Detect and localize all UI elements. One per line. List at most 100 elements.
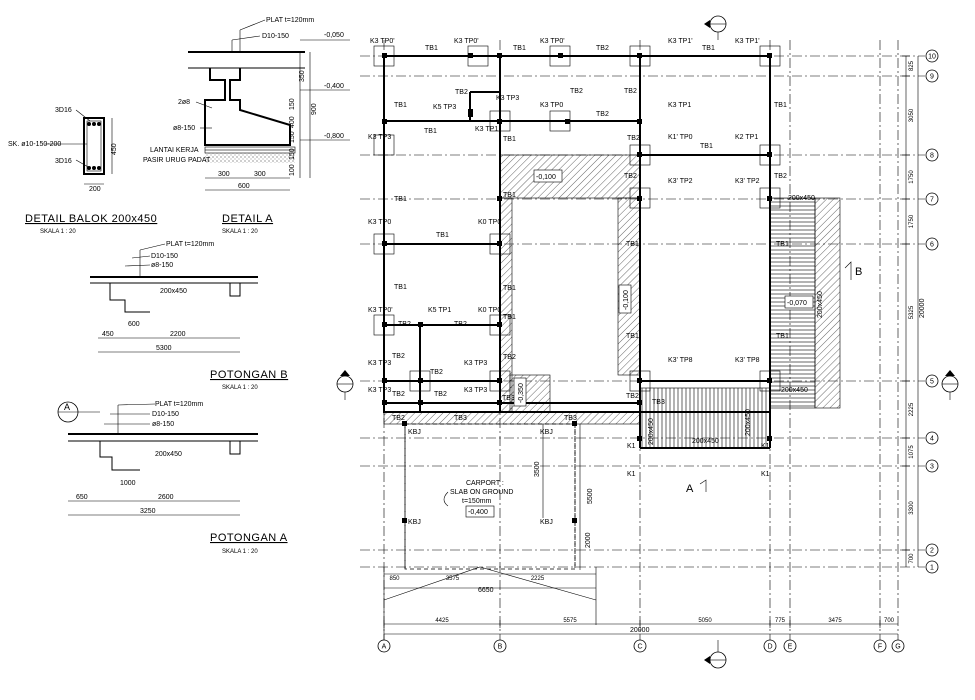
dim-right-segment: 1750 [909, 170, 915, 184]
grid-label-row: 6 [930, 242, 934, 249]
col-bottom-rebar: 3D16 [55, 158, 72, 165]
potb-beam: 200x450 [160, 288, 187, 295]
lbl-1: TB1 [425, 45, 438, 52]
dim-350: 350 [299, 70, 306, 82]
footing-stirrup: ø8-150 [173, 125, 195, 132]
slab-hatch-right-edge [814, 197, 841, 409]
columns [382, 53, 772, 523]
slab-elev-3: -0,070 [787, 300, 807, 307]
title-detail-balok: DETAIL BALOK 200x450 [25, 213, 157, 225]
lbl-51: K3 TP3 [368, 360, 391, 367]
dim-bottom-segment: 4425 [435, 618, 449, 624]
footing-d10: D10-150 [262, 33, 289, 40]
lbl-53: K3' TP8 [668, 357, 693, 364]
lbl-47: TB1 [503, 314, 516, 321]
pota-plate: PLAT t=120mm [155, 401, 203, 408]
footing-lantai-kerja: LANTAI KERJA [150, 147, 199, 154]
lbl-42: K3 TP0' [368, 307, 393, 314]
dim-right-segment: 1075 [909, 445, 915, 459]
slab-hatch-top [499, 154, 641, 199]
grid-bubble-row-8: 8 [925, 148, 939, 162]
grid-bubble-col-C: C [633, 639, 647, 653]
lbl-48: TB2 [392, 353, 405, 360]
lbl-69: K1 [627, 471, 636, 478]
lbl-58: K3 TP3 [464, 387, 487, 394]
lbl-17: TB2 [624, 88, 637, 95]
title-potongan-b: POTONGAN B [210, 369, 288, 381]
col-height: 450 [111, 143, 118, 155]
lbl-32: TB1 [503, 192, 516, 199]
dim-carport-segment: 850 [389, 576, 400, 582]
lbl-38: TB1 [394, 284, 407, 291]
lbl-49: TB2 [503, 354, 516, 361]
foundation-plan: K3 TP0' TB1 K3 TP0' TB1 K3 TP0' TB2 K3 T… [336, 15, 959, 669]
lbl-11: K5 TP3 [433, 104, 456, 111]
potb-dim-2200: 2200 [170, 331, 186, 338]
beam-200x450-e: 200x450 [648, 418, 655, 445]
dim-carport-segment: 3575 [446, 576, 460, 582]
dim-3500: 3500 [534, 461, 541, 477]
section-arrow-left-icon [336, 370, 354, 400]
lbl-25: TB1 [774, 102, 787, 109]
grid-label-col: E [788, 644, 793, 651]
grid-bubble-col-A: A [377, 639, 391, 653]
lbl-30: TB2 [774, 173, 787, 180]
dim-right-segment: 825 [909, 60, 915, 71]
grid-label-col: G [895, 644, 900, 651]
grid-bubble-col-E: E [783, 639, 797, 653]
lbl-37: TB1 [776, 241, 789, 248]
col-width: 200 [89, 186, 101, 193]
dim-bottom-segment: 775 [775, 618, 786, 624]
structural-labels: K3 TP0' TB1 K3 TP0' TB1 K3 TP0' TB2 K3 T… [368, 38, 789, 526]
dim-400: 400 [289, 116, 296, 128]
lbl-6: K3 TP1' [668, 38, 693, 45]
grid-bubble-row-10: 10 [925, 49, 939, 63]
dim-right-segment: 1750 [909, 214, 915, 228]
grid-bubble-col-F: F [873, 639, 887, 653]
lbl-0: K3 TP0' [370, 38, 395, 45]
grid-label-row: 2 [930, 548, 934, 555]
grid-bubble-row-9: 9 [925, 69, 939, 83]
scale-potongan-b: SKALA 1 : 20 [222, 385, 258, 391]
col-top-rebar: 3D16 [55, 107, 72, 114]
slab-vhatch-bottom [639, 387, 771, 449]
beam-200x450-a: 200x450 [788, 195, 815, 202]
potb-dim-5300: 5300 [156, 345, 172, 352]
dim-right-segment: 700 [909, 553, 915, 564]
dim-150a: 150 [289, 98, 296, 110]
lbl-60: TB3 [502, 395, 515, 402]
col-stirrup: SK. ø10-150-200 [8, 141, 61, 148]
pile-caps [373, 45, 781, 392]
pota-d10: D10-150 [152, 411, 179, 418]
carport-label: CARPORT : [466, 480, 504, 487]
dim-right-segment: 2225 [909, 402, 915, 416]
lbl-71: KBJ [408, 519, 421, 526]
grid-label-row: 7 [930, 197, 934, 204]
lbl-9: TB1 [394, 102, 407, 109]
potb-stirrup: ø8-150 [151, 262, 173, 269]
scale-potongan-a: SKALA 1 : 20 [222, 549, 258, 555]
beam-200x450-c: 200x450 [781, 387, 808, 394]
dim-bottom-segment: 5050 [698, 618, 712, 624]
dim-900: 900 [311, 103, 318, 115]
footing-elev-2: -0,400 [324, 83, 344, 90]
dim-right-segment: 3050 [909, 108, 915, 122]
slab-hatch-edge [383, 411, 641, 425]
footing-plate: PLAT t=120mm [266, 17, 314, 24]
lbl-28: K3' TP2 [668, 178, 693, 185]
lbl-10: TB2 [455, 89, 468, 96]
lbl-57: TB2 [434, 391, 447, 398]
beam-200x450-f: 200x450 [745, 409, 752, 436]
lbl-44: K5 TP1 [428, 307, 451, 314]
lbl-59: TB2 [626, 393, 639, 400]
grid-label-row: 4 [930, 436, 934, 443]
dim-300a: 300 [218, 171, 230, 178]
beam-200x450-d: 200x450 [692, 438, 719, 445]
lbl-14: TB2 [570, 88, 583, 95]
lbl-8: K3 TP1' [735, 38, 760, 45]
section-arrow-top-icon [704, 15, 727, 40]
scale-detail-a: SKALA 1 : 20 [222, 229, 258, 235]
pota-beam: 200x450 [155, 451, 182, 458]
